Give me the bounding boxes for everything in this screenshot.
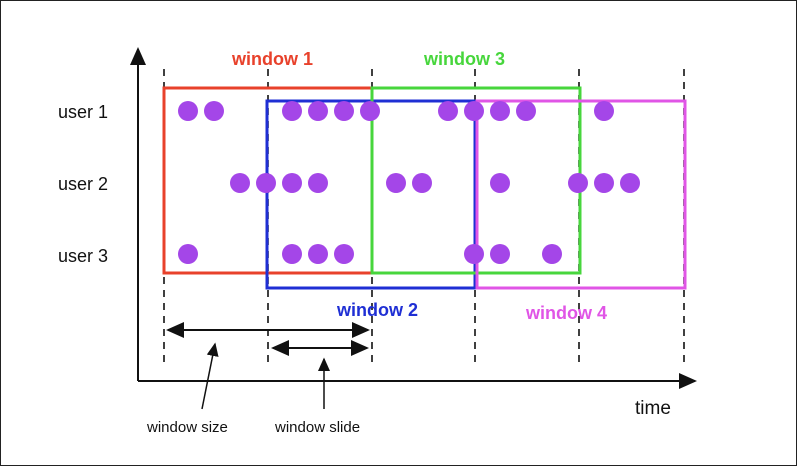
- event-dot-user1: [360, 101, 380, 121]
- event-dot-user1: [438, 101, 458, 121]
- event-dot-user1: [594, 101, 614, 121]
- window-size-pointer: [201, 342, 219, 410]
- event-dot-user2: [490, 173, 510, 193]
- x-axis-label: time: [635, 398, 671, 419]
- event-dot-user2: [412, 173, 432, 193]
- event-dot-user1: [282, 101, 302, 121]
- event-dot-user3: [308, 244, 328, 264]
- event-dot-user2: [386, 173, 406, 193]
- event-dot-user1: [178, 101, 198, 121]
- event-dot-user2: [620, 173, 640, 193]
- event-dot-user1: [490, 101, 510, 121]
- event-dot-user3: [490, 244, 510, 264]
- event-dot-user3: [542, 244, 562, 264]
- user-1-label: user 1: [58, 102, 108, 122]
- event-dot-user3: [464, 244, 484, 264]
- event-dot-user2: [282, 173, 302, 193]
- user-2-label: user 2: [58, 174, 108, 194]
- event-dot-user1: [204, 101, 224, 121]
- user-3-label: user 3: [58, 246, 108, 266]
- event-dot-user1: [308, 101, 328, 121]
- event-dot-user3: [334, 244, 354, 264]
- event-dot-user1: [516, 101, 536, 121]
- window-4-box: [475, 99, 687, 290]
- event-dot-user2: [256, 173, 276, 193]
- event-dot-user2: [568, 173, 588, 193]
- window-4-label: window 4: [525, 303, 607, 323]
- event-dot-user2: [308, 173, 328, 193]
- window-3-label: window 3: [423, 49, 505, 69]
- event-dots: [178, 101, 640, 264]
- event-dot-user2: [230, 173, 250, 193]
- window-slide-annotation: window slide: [274, 419, 360, 436]
- window-size-annotation: window size: [146, 419, 228, 436]
- window-2-label: window 2: [336, 300, 418, 320]
- event-dot-user3: [178, 244, 198, 264]
- window-1-label: window 1: [231, 49, 313, 69]
- event-dot-user2: [594, 173, 614, 193]
- event-dot-user1: [334, 101, 354, 121]
- event-dot-user1: [464, 101, 484, 121]
- event-dot-user3: [282, 244, 302, 264]
